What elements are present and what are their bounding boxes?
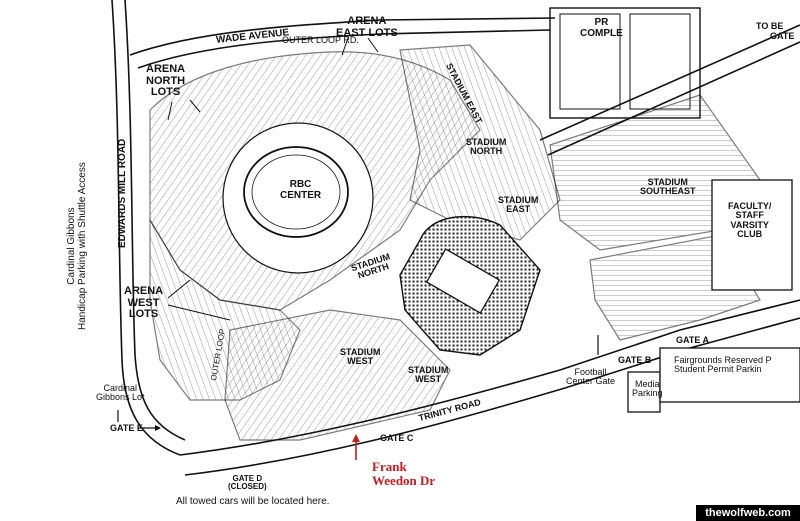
gate-a-label: GATE A bbox=[676, 335, 709, 345]
outer-loop-road-label: OUTER LOOP RD. bbox=[282, 35, 359, 45]
practice-complex-label: PR COMPLE bbox=[580, 17, 623, 39]
edwards-mill-road-label: EDWARDS MILL ROAD bbox=[117, 138, 128, 248]
stadium-east-label: STADIUM EAST bbox=[498, 195, 539, 215]
stadium-southeast-label: STADIUM SOUTHEAST bbox=[640, 177, 696, 197]
rbc-center-label: RBC CENTER bbox=[280, 179, 322, 201]
media-parking-label: Media Parking bbox=[632, 379, 663, 399]
practice-complex bbox=[549, 7, 701, 119]
faculty-staff-label: FACULTY/ STAFF VARSITY CLUB bbox=[728, 201, 772, 240]
fairgrounds-label: Fairgrounds Reserved P Student Permit Pa… bbox=[674, 355, 772, 375]
stadium-west-lots bbox=[224, 309, 451, 441]
gate-b-label: GATE B bbox=[618, 355, 652, 365]
gate-e-label: GATE E bbox=[110, 423, 143, 433]
frank-weedon-dr-annotation: Frank Weedon Dr bbox=[372, 459, 436, 488]
football-field bbox=[425, 248, 501, 314]
gate-d-label: GATE D (CLOSED) bbox=[228, 474, 267, 492]
edwards-mill-road bbox=[111, 0, 181, 456]
wade-avenue bbox=[129, 17, 556, 56]
handicap-parking-note: Cardinal Gibbons Handicap Parking with S… bbox=[66, 162, 88, 330]
to-belt-label: TO BE bbox=[756, 21, 784, 31]
arena-east-lots-label: ARENA EAST LOTS bbox=[336, 15, 398, 39]
gate-c-label: GATE C bbox=[380, 433, 414, 443]
cardinal-gibbons-lot-label: Cardinal Gibbons Lot bbox=[96, 383, 145, 403]
arena-west-lots-label: ARENA WEST LOTS bbox=[124, 285, 164, 321]
watermark: thewolfweb.com bbox=[696, 505, 800, 521]
road-to-beltline bbox=[539, 24, 800, 141]
stadium-west-lower-label: STADIUM WEST bbox=[408, 365, 449, 385]
rbc-center-building bbox=[243, 146, 349, 238]
football-center-gate-label: Football Center Gate bbox=[566, 367, 616, 387]
stadium-north-upper-label: STADIUM NORTH bbox=[466, 137, 507, 157]
faculty-staff-lot bbox=[711, 179, 793, 291]
stadium-east-lots bbox=[399, 44, 561, 241]
gate-top-right-label: GATE bbox=[770, 31, 795, 41]
stadium-west-upper-label: STADIUM WEST bbox=[340, 347, 381, 367]
fairgrounds-lot bbox=[659, 347, 800, 403]
towed-cars-note: All towed cars will be located here. bbox=[176, 496, 330, 507]
arena-north-lots-label: ARENA NORTH LOTS bbox=[146, 63, 186, 99]
